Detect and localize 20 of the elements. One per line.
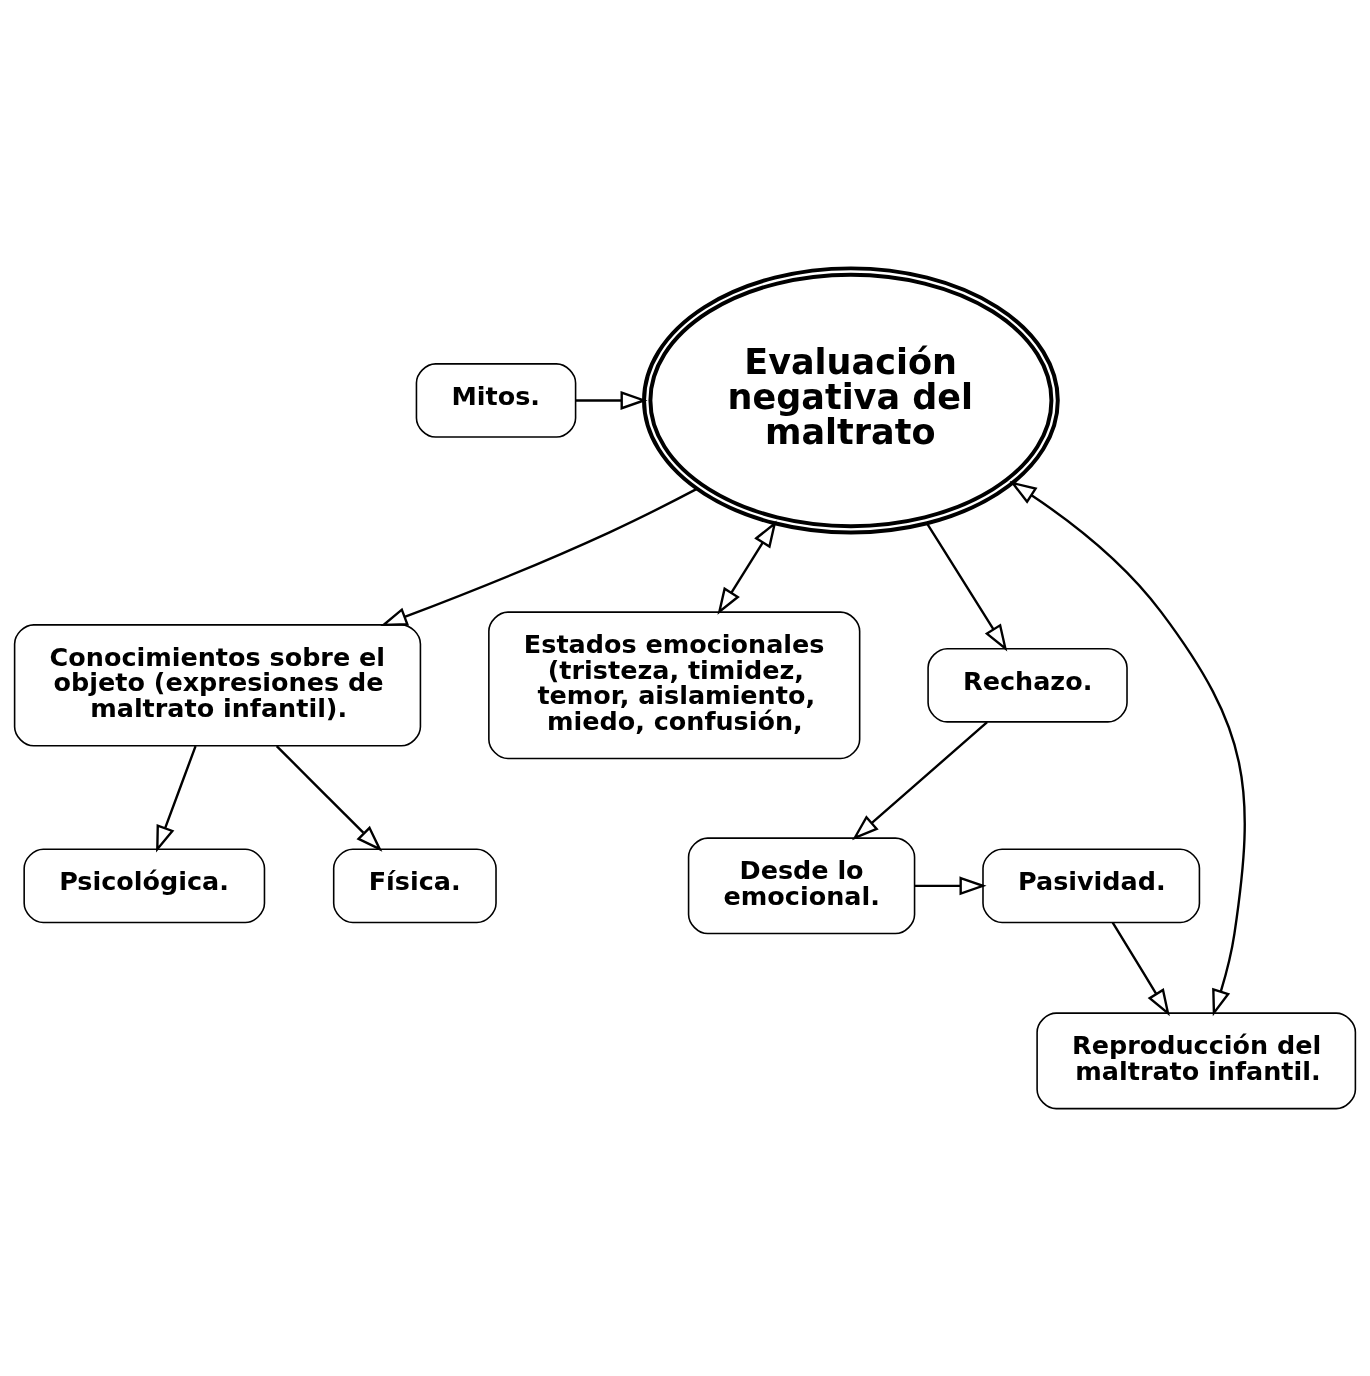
arrow — [914, 875, 987, 895]
node-box: Estados emocionales (tristeza, timidez, temor, aislamiento, miedo, confusión, — [488, 610, 861, 759]
node-box: Pasividad. — [982, 847, 1201, 923]
node-ellipse: Evaluación negativa del maltrato — [642, 265, 1060, 535]
arrow — [926, 522, 1008, 651]
arrow — [717, 520, 777, 615]
arrow — [275, 744, 383, 852]
arrow — [156, 745, 197, 853]
node-box: Rechazo. — [927, 647, 1128, 723]
node-box: Desde lo emocional. — [687, 836, 916, 934]
arrow — [1111, 921, 1170, 1016]
arrow — [852, 720, 988, 840]
arrow — [380, 487, 698, 626]
node-box: Reproducción del maltrato infantil. — [1036, 1011, 1357, 1109]
node-box: Física. — [332, 847, 497, 923]
arrow — [575, 390, 648, 410]
node-box: Psicológica. — [23, 847, 266, 923]
arrow — [1009, 480, 1246, 1016]
node-box: Mitos. — [415, 362, 577, 438]
node-box: Conocimientos sobre el objeto (expresiones de maltrato infantil). — [13, 623, 422, 747]
